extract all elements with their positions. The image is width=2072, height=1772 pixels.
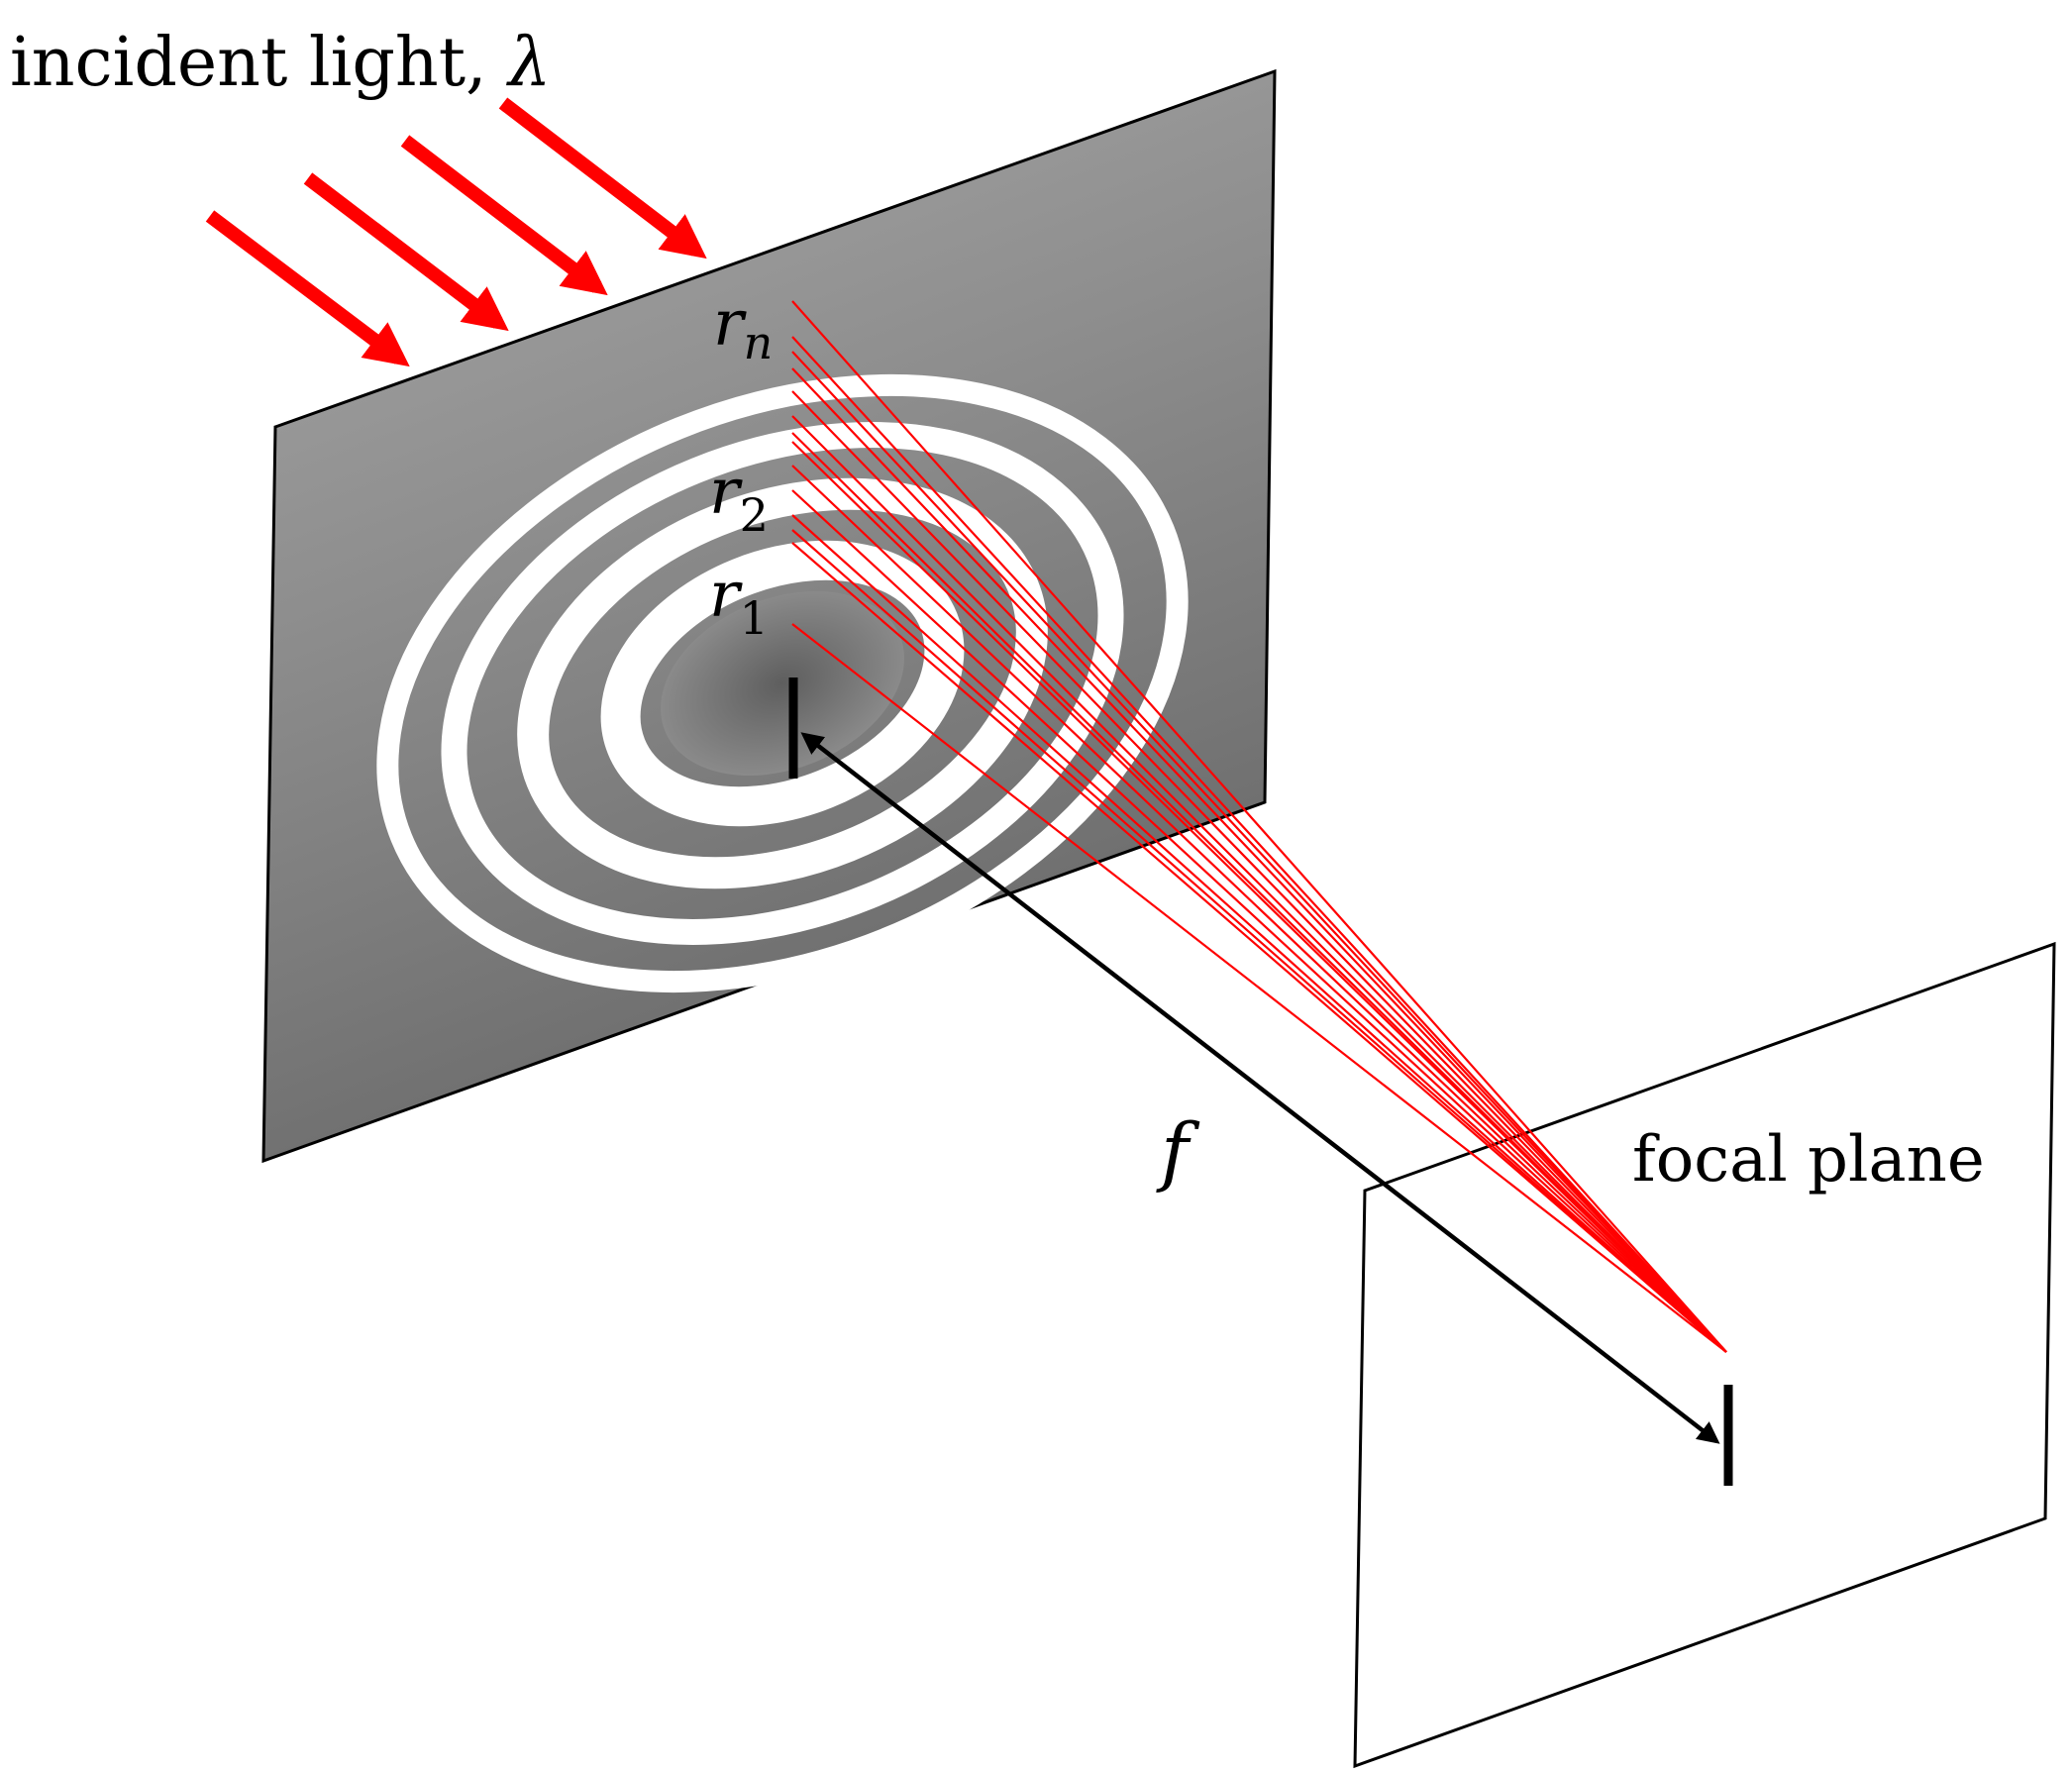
radius-r2-label: r2 [709,456,769,542]
focal-length-label: f [1156,1106,1200,1195]
central-zone [661,590,904,777]
incident-arrow [205,210,410,367]
focal-plane-label: focal plane [1632,1123,1985,1197]
radius-r1-label: r1 [709,559,769,645]
incident-arrow [498,97,707,260]
incident-arrow [400,135,608,296]
radius-rn-label: rn [713,287,773,369]
incident-arrow [303,172,509,332]
incident-light-label: incident light, λ [10,24,551,102]
focal-length-arrow [800,732,1720,1444]
incident-light-arrows [205,97,707,367]
lambda-symbol: λ [505,24,551,102]
